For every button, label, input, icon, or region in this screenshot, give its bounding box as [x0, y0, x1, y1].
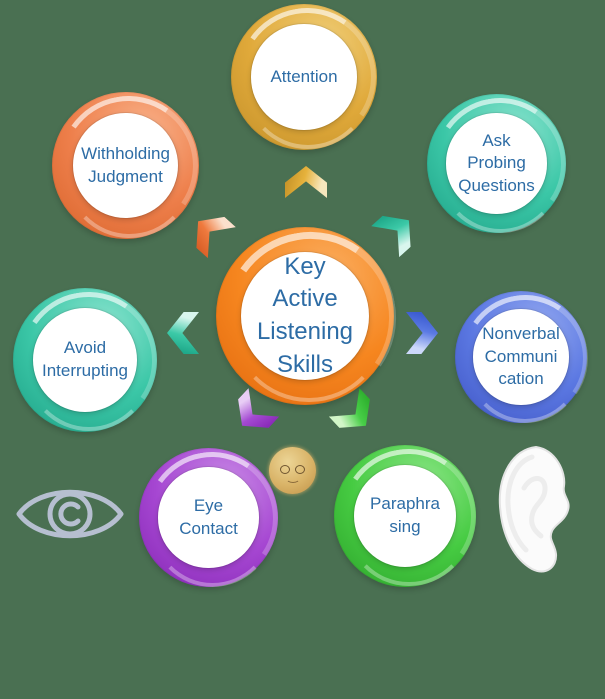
center-title: Key Active Listening Skills — [256, 252, 354, 378]
node-ask-probing-questions: Ask Probing Questions — [427, 94, 566, 233]
node-attention-label: Attention — [270, 66, 338, 86]
node-ask-probing-questions-label: Ask Probing Questions — [458, 130, 535, 195]
node-avoid-interrupting-label: Avoid Interrupting — [42, 338, 128, 380]
node-nonverbal-communication-label: Nonverbal Communi cation — [482, 324, 560, 389]
node-withholding-judgment: Withholding Judgment — [52, 92, 199, 239]
arrow-to-probing-icon — [371, 205, 423, 258]
node-center-face: Key Active Listening Skills — [240, 251, 370, 381]
eye-icon — [16, 489, 124, 539]
node-avoid-interrupting: Avoid Interrupting — [13, 288, 157, 432]
ear-icon — [498, 446, 570, 573]
node-eye-contact-label: Eye Contact — [179, 495, 238, 538]
fuzzy-face-icon — [269, 447, 316, 494]
node-attention: Attention — [231, 4, 377, 150]
arrow-to-avoid-icon — [167, 312, 199, 354]
node-center-key-skills: Key Active Listening Skills — [216, 227, 394, 405]
arrow-to-attention-icon — [285, 166, 327, 198]
node-paraphrasing: Paraphra sing — [334, 445, 476, 587]
arrow-to-withholding-icon — [184, 206, 236, 259]
node-nonverbal-communication: Nonverbal Communi cation — [455, 291, 587, 424]
node-withholding-judgment-label: Withholding Judgment — [81, 143, 170, 186]
arrow-to-nonverbal-icon — [406, 312, 438, 354]
node-eye-contact: Eye Contact — [139, 448, 278, 587]
node-paraphrasing-label: Paraphra sing — [370, 494, 440, 536]
